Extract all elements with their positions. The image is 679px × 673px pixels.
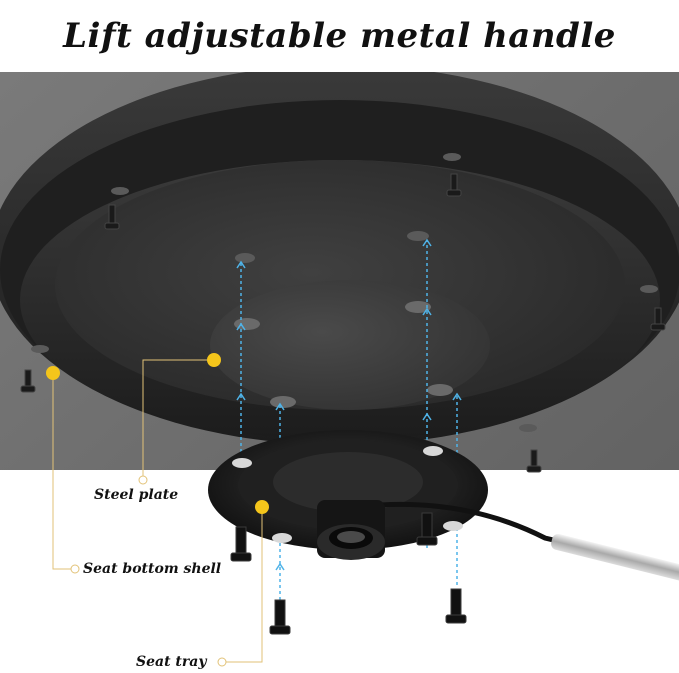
seat-bottom-shell-label: Seat bottom shell xyxy=(83,561,221,577)
page-title: Lift adjustable metal handle xyxy=(0,0,679,72)
seat-tray-label: Seat tray xyxy=(136,654,206,670)
product-photo xyxy=(0,72,679,673)
steel-plate-label: Steel plate xyxy=(94,487,178,503)
